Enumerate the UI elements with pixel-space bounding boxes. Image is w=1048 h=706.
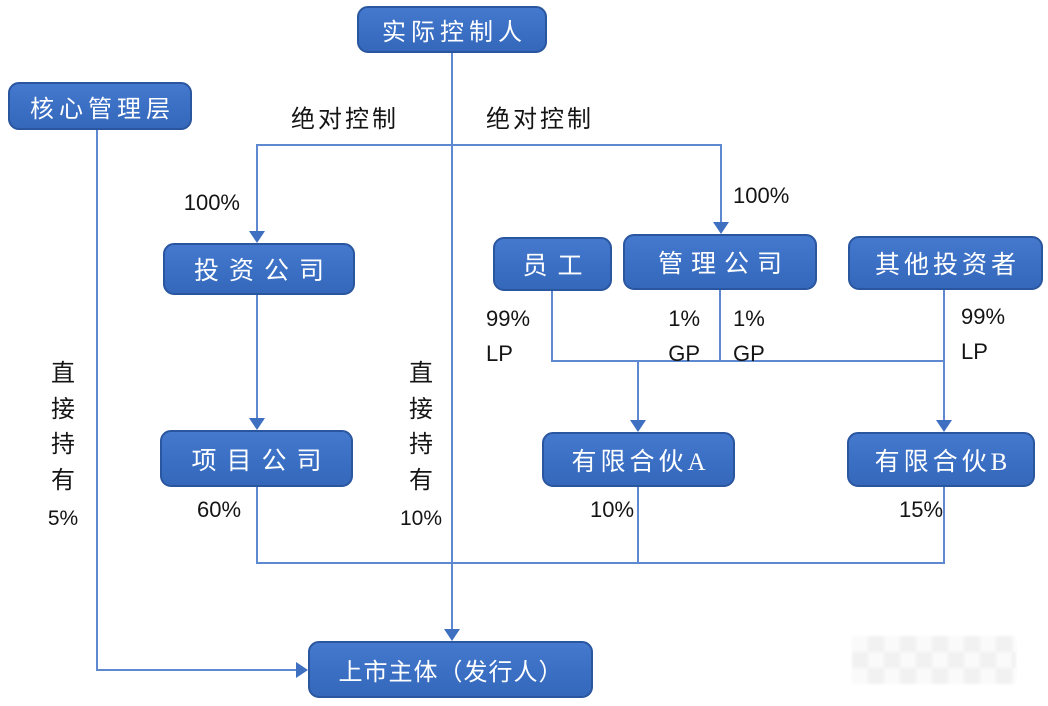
connector-coremgmt-to-issuer xyxy=(96,669,297,671)
arrow-into-lpb-icon xyxy=(936,420,952,432)
node-employees: 员工 xyxy=(493,237,612,291)
employees-stake-role: LP xyxy=(486,341,513,366)
connector-otherinvestors-to-lpb xyxy=(943,290,945,421)
direct-hold-left-pct: 5% xyxy=(47,507,79,531)
label-direct-hold-left: 直接持有 5% xyxy=(44,357,82,531)
connector-management-down xyxy=(719,290,721,361)
arrow-into-management-icon xyxy=(713,222,729,234)
direct-hold-left-text: 直接持有 xyxy=(51,361,75,494)
connector-lpa-down xyxy=(637,487,639,564)
connector-project-down xyxy=(256,487,258,564)
mgmt-stake-a-pct: 1% xyxy=(668,306,700,331)
connector-partnership-bus xyxy=(551,360,945,362)
label-direct-hold-right: 直接持有 10% xyxy=(400,357,442,531)
connector-top-branch xyxy=(256,144,722,146)
connector-employees-down xyxy=(551,291,553,361)
node-project-company: 项目公司 xyxy=(160,430,353,487)
connector-lpb-down xyxy=(943,487,945,564)
employees-stake-pct: 99% xyxy=(486,306,531,331)
label-absolute-control-right: 绝对控制 xyxy=(486,107,594,133)
arrow-into-lpa-icon xyxy=(630,420,646,432)
node-other-investors: 其他投资者 xyxy=(848,236,1043,290)
other-investors-stake-pct: 99% xyxy=(961,304,1006,329)
label-other-investors-stake: 99% LP xyxy=(961,299,1005,369)
mgmt-stake-b-pct: 1% xyxy=(733,306,765,331)
connector-to-investment xyxy=(256,144,258,232)
node-limited-partnership-a: 有限合伙A xyxy=(542,432,735,487)
node-limited-partnership-b: 有限合伙B xyxy=(847,432,1035,487)
node-listed-entity: 上市主体（发行人） xyxy=(308,641,593,698)
label-mgmt-stake-b: 1% GP xyxy=(733,301,765,371)
arrow-into-investment-icon xyxy=(249,231,265,243)
connector-bottom-bus xyxy=(256,562,945,564)
connector-controller-to-issuer xyxy=(451,53,453,630)
mgmt-stake-a-role: GP xyxy=(668,341,700,366)
node-management-company: 管理公司 xyxy=(623,234,817,290)
connector-to-lpa xyxy=(637,360,639,421)
arrow-into-issuer-left-icon xyxy=(296,662,308,678)
connector-investment-to-project xyxy=(256,295,258,420)
label-absolute-control-left: 绝对控制 xyxy=(291,107,399,133)
connector-to-management xyxy=(720,144,722,223)
label-100pct-right: 100% xyxy=(733,183,790,208)
mgmt-stake-b-role: GP xyxy=(733,341,765,366)
connector-coremgmt-down xyxy=(96,130,98,671)
node-investment-company: 投资公司 xyxy=(163,243,355,295)
label-mgmt-stake-a: 1% GP xyxy=(630,301,700,371)
direct-hold-right-text: 直接持有 xyxy=(409,361,433,494)
node-actual-controller: 实际控制人 xyxy=(357,6,547,53)
direct-hold-right-pct: 10% xyxy=(399,507,443,531)
arrow-into-project-icon xyxy=(249,418,265,430)
label-lpb-stake: 15% xyxy=(899,497,944,522)
node-core-management: 核心管理层 xyxy=(8,82,192,130)
arrow-into-issuer-top-icon xyxy=(444,629,460,641)
label-100pct-left: 100% xyxy=(183,190,240,215)
watermark xyxy=(852,636,1016,684)
label-lpa-stake: 10% xyxy=(590,497,635,522)
label-project-stake: 60% xyxy=(197,497,242,522)
label-employees-stake: 99% LP xyxy=(486,301,530,371)
other-investors-stake-role: LP xyxy=(961,339,988,364)
